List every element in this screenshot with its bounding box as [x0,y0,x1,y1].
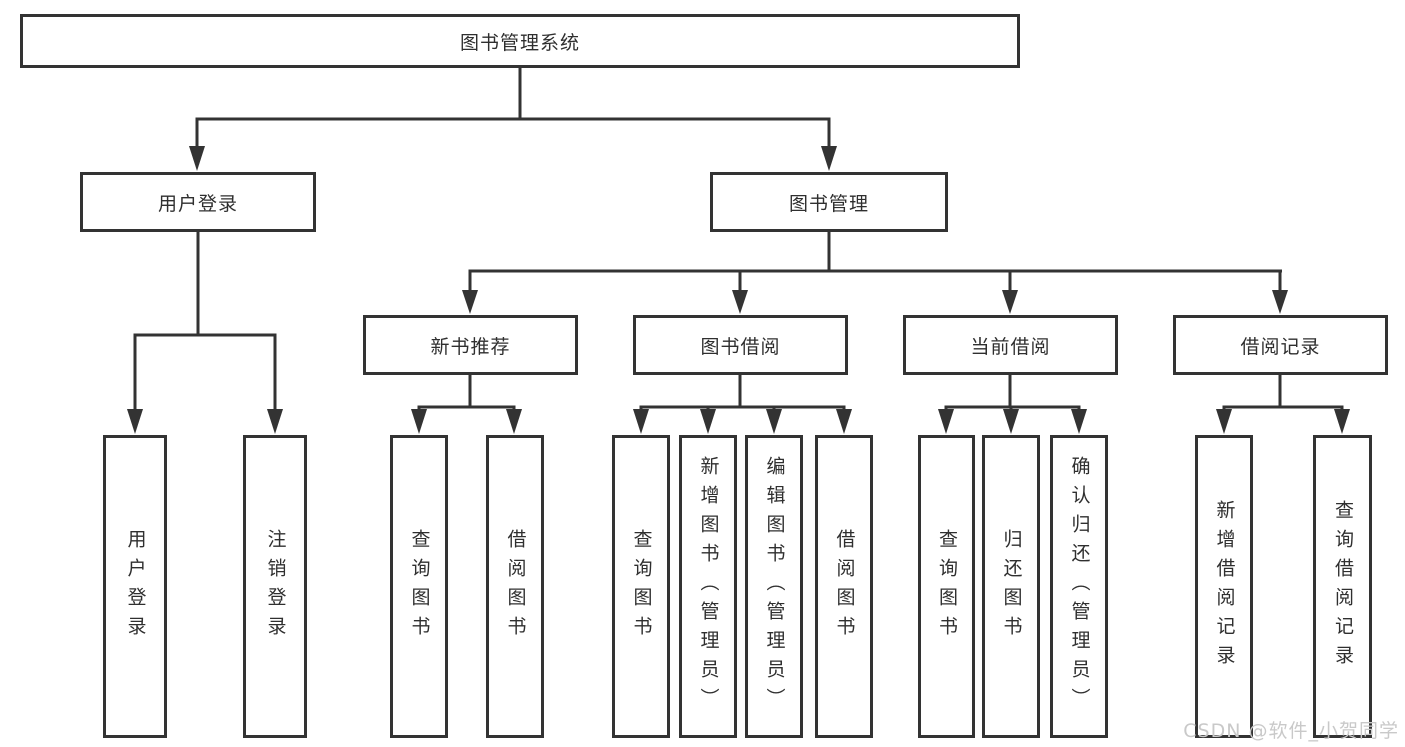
connector-current-borrow-to-leaves [938,374,1087,434]
leaf-bb-edit-books-admin: 编辑图书（管理员） [745,435,803,738]
node-new-book-recommend-label: 新书推荐 [430,335,511,358]
leaf-bb-add-books-admin-label: 新增图书（管理员） [697,456,720,717]
node-current-borrowing: 当前借阅 [903,315,1118,375]
node-borrowing-records: 借阅记录 [1173,315,1388,375]
leaf-nbr-borrow-books-label: 借阅图书 [504,528,527,645]
connector-book-borrow-to-leaves [633,374,852,434]
connector-root-to-level2 [189,67,837,171]
leaf-cb-confirm-return-admin-label: 确认归还（管理员） [1068,456,1091,717]
leaf-bb-add-books-admin: 新增图书（管理员） [679,435,737,738]
leaf-cb-return-books-label: 归还图书 [1000,528,1023,645]
leaf-logout-label: 注销登录 [264,528,287,645]
connector-user-login-to-leaves [127,231,283,434]
node-user-login-branch-label: 用户登录 [157,192,238,215]
leaf-cb-query-books: 查询图书 [918,435,975,738]
leaf-user-login: 用户登录 [103,435,167,738]
leaf-cb-return-books: 归还图书 [982,435,1040,738]
leaf-bb-query-books: 查询图书 [612,435,670,738]
connector-book-mgmt-to-level3 [462,231,1288,314]
node-current-borrowing-label: 当前借阅 [970,335,1051,358]
connector-borrow-records-to-leaves [1216,374,1350,434]
leaf-br-add-record: 新增借阅记录 [1195,435,1253,738]
leaf-bb-edit-books-admin-label: 编辑图书（管理员） [763,456,786,717]
node-book-borrowing: 图书借阅 [633,315,848,375]
connector-new-book-rec-to-leaves [411,374,522,434]
leaf-br-query-record: 查询借阅记录 [1313,435,1372,738]
leaf-bb-query-books-label: 查询图书 [630,528,653,645]
leaf-nbr-query-books: 查询图书 [390,435,448,738]
leaf-nbr-borrow-books: 借阅图书 [486,435,544,738]
leaf-cb-query-books-label: 查询图书 [936,528,958,645]
node-book-management-branch: 图书管理 [710,172,948,232]
leaf-br-query-record-label: 查询借阅记录 [1332,499,1354,674]
node-new-book-recommend: 新书推荐 [363,315,578,375]
leaf-nbr-query-books-label: 查询图书 [408,528,431,645]
node-user-login-branch: 用户登录 [80,172,316,232]
node-borrowing-records-label: 借阅记录 [1240,335,1321,358]
leaf-bb-borrow-books-label: 借阅图书 [833,528,856,645]
node-root-system-label: 图书管理系统 [459,31,580,54]
csdn-watermark: CSDN @软件_小贺同学 [1183,720,1399,742]
leaf-user-login-label: 用户登录 [124,528,147,645]
leaf-logout: 注销登录 [243,435,307,738]
node-book-borrowing-label: 图书借阅 [700,335,781,358]
leaf-br-add-record-label: 新增借阅记录 [1213,499,1236,674]
node-book-management-branch-label: 图书管理 [788,192,869,215]
leaf-cb-confirm-return-admin: 确认归还（管理员） [1050,435,1108,738]
leaf-bb-borrow-books: 借阅图书 [815,435,873,738]
node-root-system: 图书管理系统 [20,14,1020,68]
